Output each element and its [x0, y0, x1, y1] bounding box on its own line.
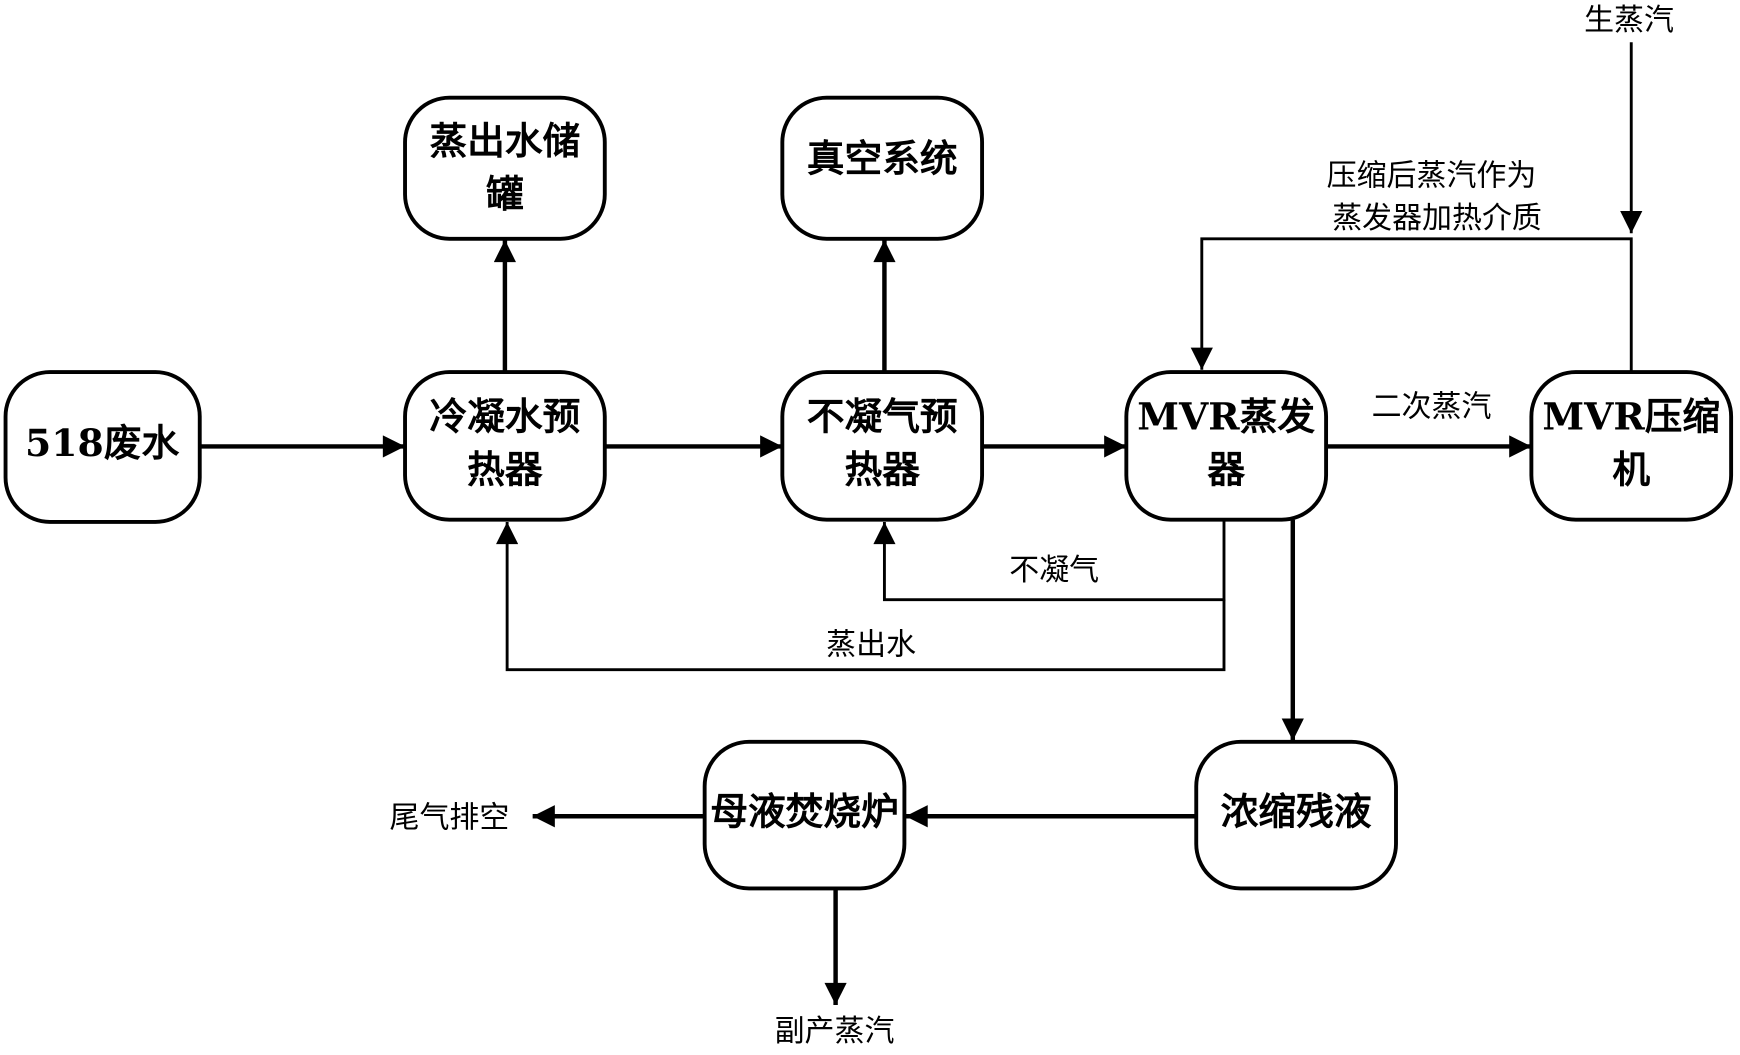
node-label-line2: 罐: [486, 172, 524, 216]
flow-distillate-water-return: [496, 521, 1226, 672]
flow-compressed-steam-to-evaporator: [1190, 237, 1633, 373]
node-wastewater-518: 518废水: [3, 370, 202, 524]
node-label: 518废水: [25, 421, 179, 465]
node-label: 浓缩残液: [1221, 790, 1372, 834]
node-distillate-tank: 蒸出水储 罐: [403, 95, 607, 241]
label-secondary-steam: 二次蒸汽: [1372, 390, 1492, 425]
node-label-line1: MVR压缩: [1542, 394, 1720, 438]
node-noncondensable-preheater: 不凝气预 热器: [780, 370, 985, 522]
node-mother-liquor-incinerator: 母液焚烧炉: [702, 739, 907, 891]
node-label-line2: 热器: [467, 448, 543, 492]
node-label-line1: 蒸出水储: [429, 119, 580, 163]
node-label-line2: 机: [1612, 448, 1650, 492]
label-compressed-steam-line2: 蒸发器加热介质: [1332, 201, 1542, 236]
node-condensate-preheater: 冷凝水预 热器: [403, 370, 607, 522]
node-label-line1: 冷凝水预: [429, 394, 580, 438]
node-label-line2: 器: [1207, 448, 1245, 492]
node-mvr-evaporator: MVR蒸发 器: [1124, 370, 1329, 522]
node-label-line1: 不凝气预: [807, 394, 958, 438]
label-byproduct-steam: 副产蒸汽: [775, 1014, 895, 1049]
node-label: 母液焚烧炉: [710, 790, 899, 834]
node-label: 真空系统: [807, 137, 958, 181]
label-live-steam: 生蒸汽: [1584, 3, 1674, 38]
node-label-line1: MVR蒸发: [1137, 394, 1315, 438]
flow-noncondensable-gas-return: [873, 519, 1226, 602]
label-noncondensable-gas: 不凝气: [1009, 553, 1099, 588]
node-label-line2: 热器: [844, 448, 920, 492]
node-vacuum-system: 真空系统: [780, 95, 985, 241]
label-distillate-water: 蒸出水: [826, 627, 916, 662]
node-mvr-compressor: MVR压缩 机: [1529, 370, 1734, 522]
node-concentrated-residue: 浓缩残液: [1194, 739, 1398, 891]
label-exhaust-vent: 尾气排空: [390, 801, 510, 836]
label-compressed-steam-line1: 压缩后蒸汽作为: [1327, 159, 1537, 194]
